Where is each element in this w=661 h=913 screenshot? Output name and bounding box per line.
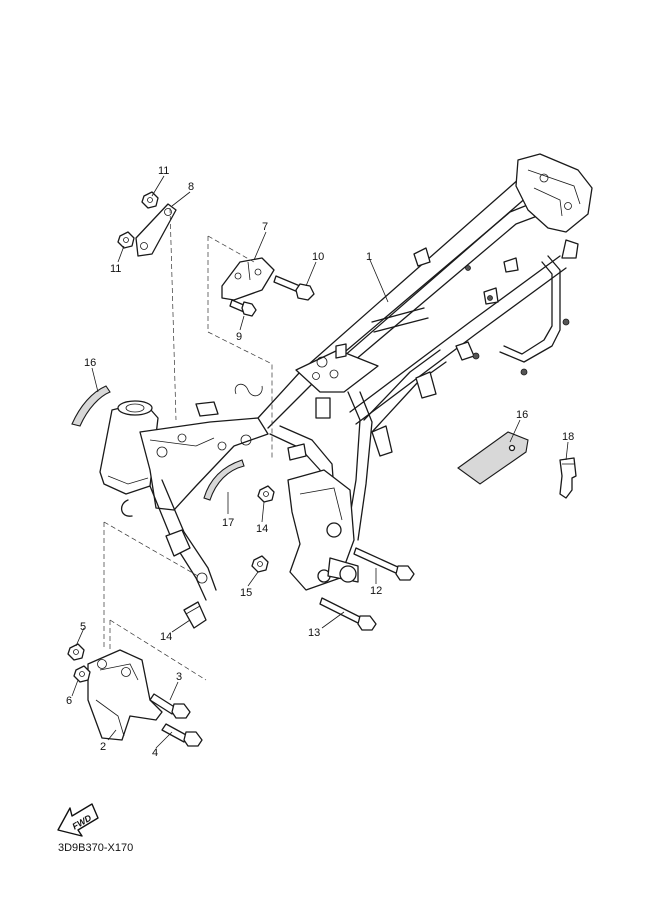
bolt <box>273 275 315 301</box>
callout-label: 3 <box>176 671 182 683</box>
frame-cover-sheet <box>457 431 529 485</box>
bolt <box>353 547 415 581</box>
callout-label: 14 <box>256 523 268 535</box>
bolt <box>229 299 257 317</box>
leader-lines <box>71 175 569 749</box>
callout-label: 12 <box>370 585 382 597</box>
callout-label: 13 <box>308 627 320 639</box>
steering-head <box>99 400 269 601</box>
callout-label: 18 <box>562 431 574 443</box>
callout-label: 7 <box>262 221 268 233</box>
holder-bracket <box>221 257 275 301</box>
engine-mount-bracket <box>87 649 163 741</box>
assembly-lines <box>103 207 273 681</box>
callout-label: 17 <box>222 517 234 529</box>
bolt <box>319 597 377 631</box>
callout-label: 14 <box>160 631 172 643</box>
callout-labels: 11 8 11 7 10 9 1 16 17 14 15 12 13 14 5 … <box>66 165 574 759</box>
callout-label: 2 <box>100 741 106 753</box>
callout-label: 9 <box>236 331 242 343</box>
callout-label: 16 <box>84 357 96 369</box>
callout-label: 15 <box>240 587 252 599</box>
callout-label: 8 <box>188 181 194 193</box>
callout-label: 11 <box>110 263 121 275</box>
callout-label: 11 <box>158 165 169 177</box>
callout-label: 1 <box>366 251 372 263</box>
callout-label: 6 <box>66 695 72 707</box>
nut <box>251 485 275 573</box>
wire-clip <box>559 457 577 499</box>
callout-label: 10 <box>312 251 324 263</box>
main-frame <box>234 153 593 591</box>
forward-arrow-icon: FWD <box>57 803 99 837</box>
callout-label: 16 <box>516 409 528 421</box>
rubber-pad <box>71 385 111 427</box>
bolt <box>161 723 203 747</box>
nut <box>67 643 91 683</box>
drawing-code: 3D9B370-X170 <box>58 842 134 854</box>
rubber-pad <box>203 459 245 501</box>
damper-rubber <box>183 601 207 629</box>
callout-label: 4 <box>152 747 158 759</box>
plate-bracket <box>135 203 177 257</box>
bolt <box>149 693 191 719</box>
callout-label: 5 <box>80 621 86 633</box>
nut <box>117 191 159 249</box>
